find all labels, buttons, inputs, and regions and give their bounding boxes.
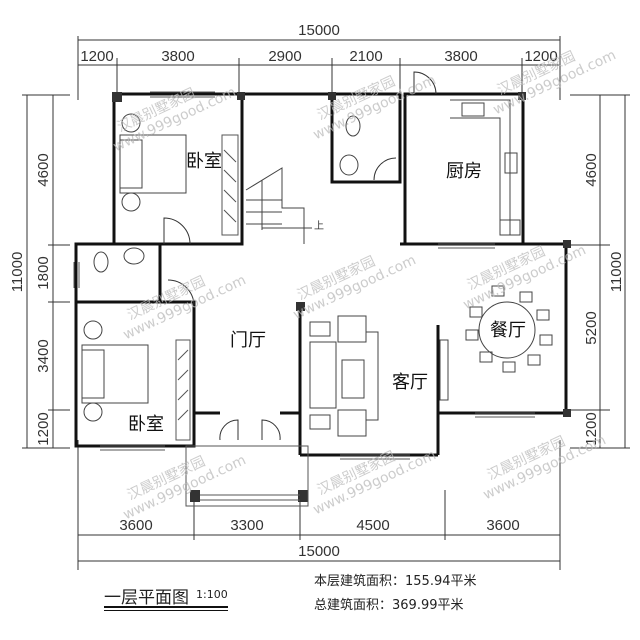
dimension-lines [22,36,630,570]
svg-text:3600: 3600 [119,517,152,534]
plan-title: 一层平面图 [104,588,189,608]
label-stair-up: 上 [314,220,324,232]
svg-text:4500: 4500 [356,517,389,534]
svg-text:1200: 1200 [583,412,600,445]
svg-text:3800: 3800 [444,48,477,65]
svg-text:1800: 1800 [35,256,52,289]
label-living: 客厅 [392,372,428,393]
wardrobes [175,134,239,441]
svg-text:11000: 11000 [9,252,26,293]
bath-fixtures [93,115,361,273]
label-foyer: 门厅 [230,330,266,351]
label-bedroom-top: 卧室 [186,151,222,172]
svg-text:11000: 11000 [608,252,625,293]
sofa-set [309,315,449,437]
plan-scale: 1:100 [196,588,228,601]
beds [81,113,187,422]
dimension-labels: 15000 1200 3800 2900 2100 3800 1200 3600… [9,22,625,560]
doors [163,71,437,441]
room-labels: 卧室 厨房 门厅 客厅 餐厅 卧室 上 [128,151,526,435]
porch [185,445,309,507]
stairs [245,167,312,244]
walls [74,92,568,457]
svg-text:1200: 1200 [80,48,113,65]
svg-text:1200: 1200 [524,48,557,65]
svg-text:3800: 3800 [161,48,194,65]
svg-text:3400: 3400 [35,339,52,372]
label-kitchen: 厨房 [446,161,482,182]
svg-text:4600: 4600 [35,153,52,186]
svg-text:15000: 15000 [298,543,340,560]
title-underline-thin [104,610,228,611]
dining-table [465,285,553,373]
label-bedroom-bottom: 卧室 [128,414,164,435]
svg-text:3600: 3600 [486,517,519,534]
floor-area: 本层建筑面积：155.94平米 [314,574,477,589]
svg-text:15000: 15000 [298,22,340,39]
svg-text:4600: 4600 [583,153,600,186]
columns [112,92,571,502]
watermarks: 汉晨别墅家园 www.999good.com 汉晨别墅家园 www.999goo… [111,47,619,523]
title-underline [104,606,228,608]
svg-text:3300: 3300 [230,517,263,534]
total-area: 总建筑面积：369.99平米 [314,598,464,613]
svg-text:2100: 2100 [349,48,382,65]
kitchen-counter [450,99,521,236]
svg-text:1200: 1200 [35,412,52,445]
label-dining: 餐厅 [490,320,526,341]
svg-text:5200: 5200 [583,311,600,344]
svg-text:2900: 2900 [268,48,301,65]
windows [73,91,535,501]
